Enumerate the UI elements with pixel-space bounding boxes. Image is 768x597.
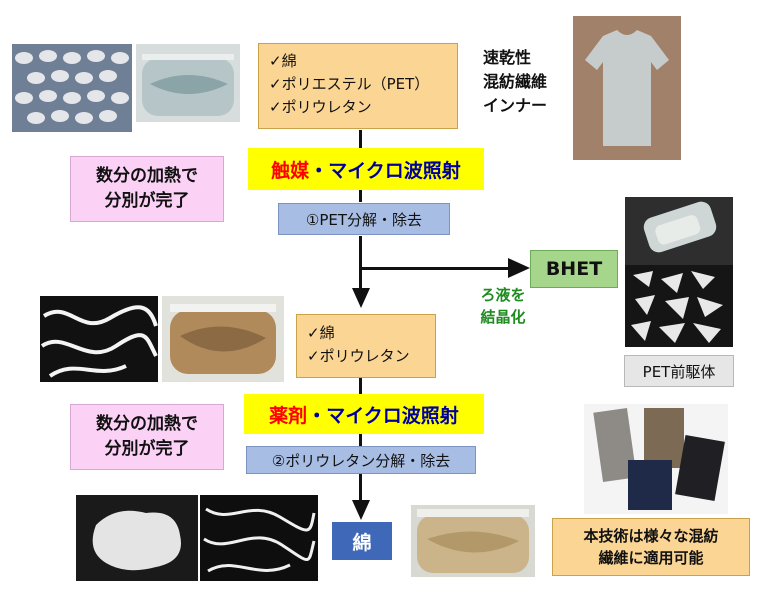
cotton-fibers-photo (200, 495, 318, 581)
bhet-box: BHET (530, 250, 618, 288)
catalyst-text: 触媒 (271, 159, 310, 182)
note-line: 分別が完了 (104, 191, 190, 211)
product-label-line: インナー (483, 96, 548, 115)
note-line: 本技術は様々な混紡 (583, 527, 719, 545)
fiber-item: ✓ポリウレタン (269, 98, 372, 116)
product-label-line: 混紡繊維 (483, 72, 548, 91)
fiber-list-initial: ✓綿 ✓ポリエステル（PET） ✓ポリウレタン (258, 43, 458, 129)
flow-line-1 (359, 130, 362, 148)
step1-result-label: ①PET分解・除去 (278, 203, 450, 235)
arrow-head-down-1 (352, 288, 370, 308)
note-line: 分別が完了 (104, 439, 190, 459)
microwave-text: ・マイクロ波照射 (307, 404, 459, 427)
pet-precursor-box: PET前駆体 (624, 355, 734, 387)
step2-time-note: 数分の加熱で 分別が完了 (70, 404, 224, 470)
cotton-result-label: 綿 (352, 531, 372, 554)
step2-result-label: ②ポリウレタン分解・除去 (246, 446, 476, 474)
bhet-crystals-photo (625, 265, 733, 347)
note-line: 数分の加熱で (96, 414, 198, 434)
arrow-head-down-2 (352, 500, 370, 520)
flow-line-3 (359, 236, 362, 292)
fibers-white-photo (40, 296, 158, 382)
tshirt-photo (573, 16, 681, 160)
fabric-knit-photo (12, 44, 132, 132)
fiber-list-remaining: ✓綿 ✓ポリウレタン (296, 314, 436, 378)
note-line: 繊維に適用可能 (598, 549, 704, 567)
branch-line (361, 267, 511, 270)
arrow-head-bhet (508, 258, 530, 278)
step2-process-label: 薬剤・マイクロ波照射 (244, 394, 484, 434)
note-line: ろ液を (480, 286, 526, 304)
pet-precursor-label: PET前駆体 (642, 362, 716, 381)
note-line: 結晶化 (480, 308, 526, 326)
vial-photo (625, 197, 733, 267)
step2-result-text: ②ポリウレタン分解・除去 (271, 451, 451, 470)
flow-line-6 (359, 474, 362, 504)
step1-time-note: 数分の加熱で 分別が完了 (70, 156, 224, 222)
note-line: 数分の加熱で (96, 166, 198, 186)
flow-line-2 (359, 190, 362, 202)
reagent-text: 薬剤 (269, 404, 308, 427)
garments-photo (584, 404, 728, 514)
beaker-final-photo (411, 505, 535, 577)
product-label-line: 速乾性 (483, 48, 532, 67)
flow-line-5 (359, 434, 362, 446)
applicability-note: 本技術は様々な混紡 繊維に適用可能 (552, 518, 750, 576)
step1-process-label: 触媒・マイクロ波照射 (248, 148, 484, 190)
flow-line-4 (359, 378, 362, 396)
product-label: 速乾性 混紡繊維 インナー (483, 46, 563, 118)
beaker-brown-photo (162, 296, 284, 382)
fiber-item: ✓綿 (307, 324, 335, 342)
step1-result-text: ①PET分解・除去 (305, 210, 423, 229)
bhet-label: BHET (545, 258, 603, 280)
fiber-item: ✓ポリウレタン (307, 347, 410, 365)
beaker-fabric-photo (136, 44, 240, 122)
fiber-item: ✓綿 (269, 52, 297, 70)
cotton-mass-photo (76, 495, 198, 581)
cotton-result-box: 綿 (332, 522, 392, 560)
crystallize-note: ろ液を 結晶化 (466, 284, 540, 328)
microwave-text: ・マイクロ波照射 (309, 159, 461, 182)
fiber-item: ✓ポリエステル（PET） (269, 75, 430, 93)
